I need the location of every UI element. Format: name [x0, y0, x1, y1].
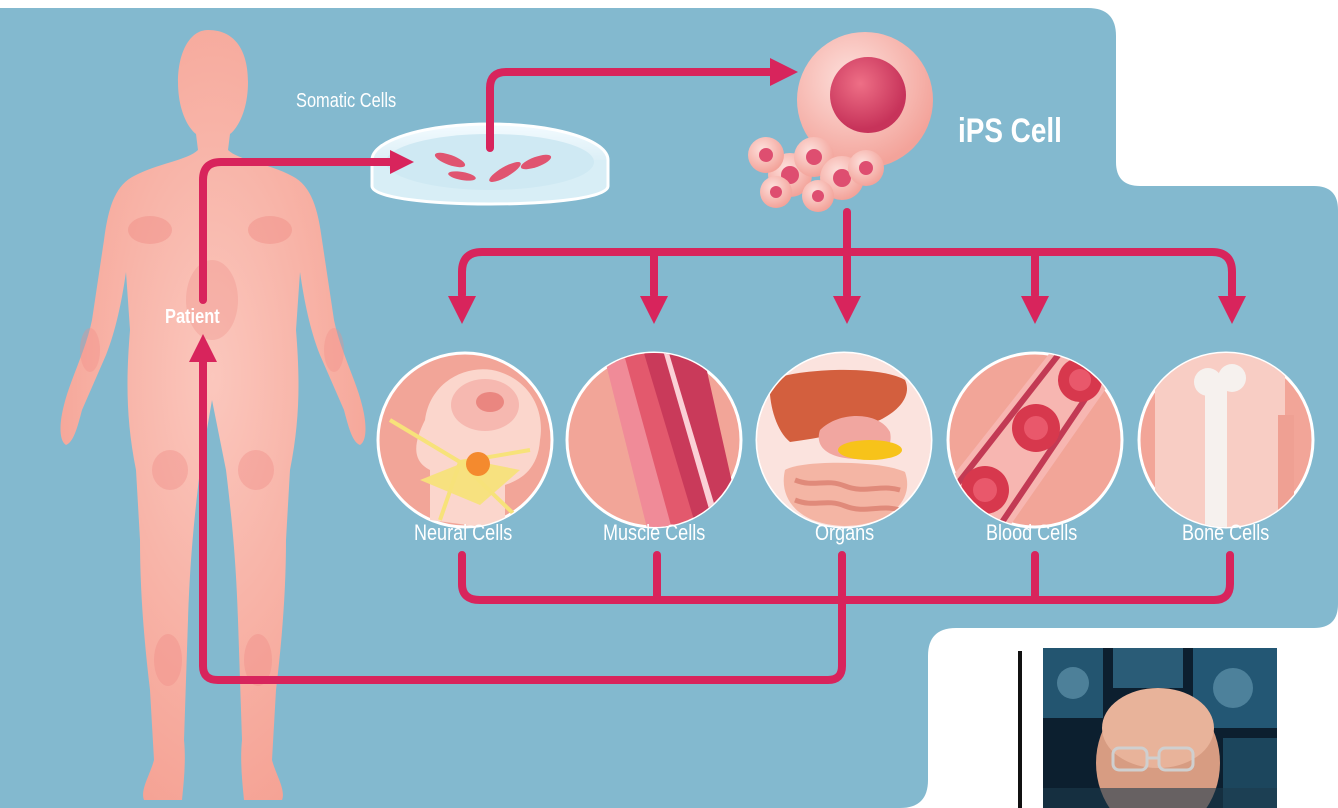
photo-divider [1018, 651, 1022, 808]
muscle-cells-label: Muscle Cells [603, 520, 705, 546]
neural-cells-label: Neural Cells [414, 520, 512, 546]
neural-cells-circle [378, 353, 552, 530]
somatic-cells-label: Somatic Cells [296, 90, 396, 113]
bone-cells-label: Bone Cells [1182, 520, 1269, 546]
researcher-photo [1043, 648, 1277, 808]
patient-label: Patient [165, 306, 220, 329]
organs-circle [757, 353, 931, 527]
blood-cells-label: Blood Cells [986, 520, 1077, 546]
diagram-title: iPS Cell [958, 112, 1062, 151]
organs-label: Organs [815, 520, 874, 546]
